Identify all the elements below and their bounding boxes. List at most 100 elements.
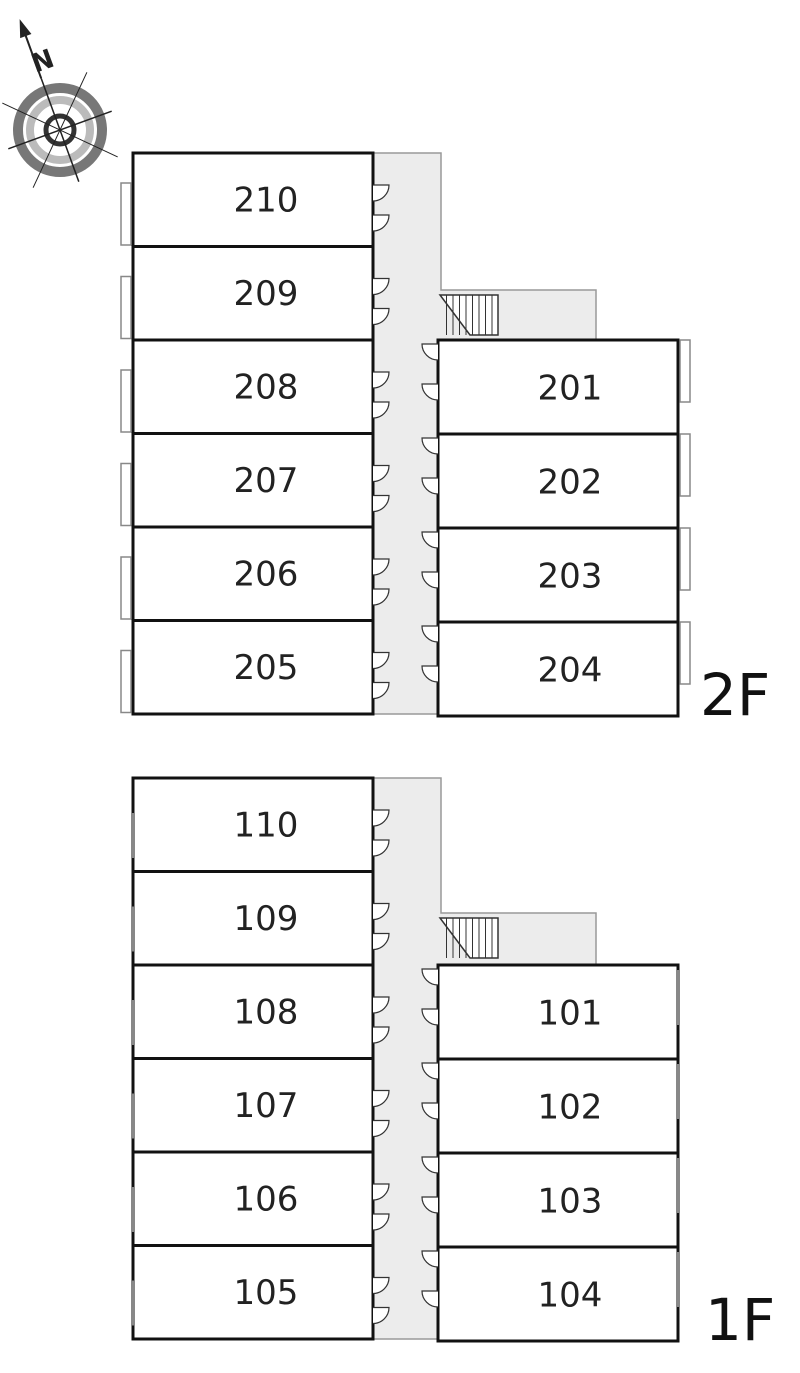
room-204[interactable]: 204 [421, 620, 691, 718]
room-number: 101 [538, 994, 603, 1034]
room-number: 110 [234, 805, 299, 845]
room-205[interactable]: 205 [120, 619, 390, 716]
room-number: 205 [234, 648, 299, 688]
door-icon [372, 1306, 390, 1325]
room-number: 103 [538, 1182, 603, 1222]
door-icon [421, 437, 439, 455]
door-icon [421, 477, 439, 495]
room-203[interactable]: 203 [421, 526, 691, 624]
room-102[interactable]: 102 [421, 1057, 680, 1155]
room-110[interactable]: 110 [131, 776, 390, 873]
floor-1f: 110 109 108 107 106 105 101 102 103 104 1F [131, 776, 775, 1354]
floor-label: 2F [700, 661, 770, 729]
room-number: 203 [538, 557, 603, 597]
room-101[interactable]: 101 [421, 963, 680, 1061]
window-icon [120, 369, 132, 433]
door-icon [372, 184, 390, 202]
floors: 210 209 208 207 206 205 201 202 203 204 2F 110 109 10… [120, 151, 775, 1354]
room-208[interactable]: 208 [120, 338, 390, 435]
room-number: 201 [538, 369, 603, 409]
room-number: 102 [538, 1088, 603, 1128]
stairs-icon [438, 294, 499, 336]
room-number: 108 [234, 992, 299, 1032]
room-201[interactable]: 201 [421, 338, 691, 436]
door-icon [372, 932, 390, 951]
window-icon [679, 433, 691, 497]
floor-2f: 210 209 208 207 206 205 201 202 203 204 2F [120, 151, 770, 729]
floor-label: 1F [705, 1286, 775, 1354]
room-210[interactable]: 210 [120, 151, 390, 248]
door-icon [372, 588, 390, 606]
door-icon [421, 571, 439, 589]
door-icon [372, 1276, 390, 1295]
room-209[interactable]: 209 [120, 245, 390, 342]
room-number: 207 [234, 461, 299, 501]
window-icon [120, 182, 132, 246]
door-icon [372, 558, 390, 576]
door-icon [421, 343, 439, 361]
room-number: 105 [234, 1273, 299, 1313]
room-number: 202 [538, 463, 603, 503]
window-icon [679, 527, 691, 591]
window-icon [120, 462, 132, 527]
window-icon [120, 275, 132, 340]
room-number: 109 [234, 899, 299, 939]
stairs-icon [438, 917, 499, 959]
door-icon [421, 1156, 439, 1174]
door-icon [421, 1062, 439, 1080]
door-icon [372, 809, 390, 827]
room-number: 104 [538, 1276, 603, 1316]
door-icon [421, 665, 439, 683]
door-icon [421, 1102, 439, 1120]
room-104[interactable]: 104 [421, 1245, 680, 1343]
room-number: 204 [538, 651, 603, 691]
door-icon [372, 1213, 390, 1231]
door-icon [372, 1183, 390, 1201]
door-icon [372, 996, 390, 1014]
room-107[interactable]: 107 [131, 1057, 390, 1154]
door-icon [372, 494, 390, 513]
window-icon [120, 556, 132, 620]
room-number: 210 [234, 180, 299, 220]
door-icon [372, 839, 390, 857]
door-icon [372, 277, 390, 296]
door-icon [372, 1026, 390, 1044]
room-202[interactable]: 202 [421, 432, 691, 530]
room-number: 106 [234, 1179, 299, 1219]
door-icon [421, 1290, 439, 1308]
door-icon [372, 401, 390, 419]
room-103[interactable]: 103 [421, 1151, 680, 1249]
room-105[interactable]: 105 [131, 1244, 390, 1341]
room-206[interactable]: 206 [120, 525, 390, 622]
compass-north-letter: N [27, 44, 58, 80]
door-icon [372, 214, 390, 232]
window-icon [679, 339, 691, 403]
room-108[interactable]: 108 [131, 963, 390, 1060]
door-icon [372, 1089, 390, 1108]
room-number: 208 [234, 367, 299, 407]
door-icon [372, 651, 390, 670]
door-icon [372, 371, 390, 389]
door-icon [372, 464, 390, 483]
door-icon [372, 681, 390, 700]
door-icon [372, 307, 390, 326]
room-207[interactable]: 207 [120, 432, 390, 529]
compass-rose-icon [2, 19, 118, 188]
door-icon [421, 383, 439, 401]
room-number: 209 [234, 274, 299, 314]
door-icon [421, 1008, 439, 1026]
window-icon [679, 621, 691, 685]
window-icon [120, 649, 132, 714]
door-icon [421, 1250, 439, 1268]
door-icon [372, 1119, 390, 1138]
room-106[interactable]: 106 [131, 1150, 390, 1247]
door-icon [372, 902, 390, 921]
room-number: 206 [234, 554, 299, 594]
door-icon [421, 531, 439, 549]
room-109[interactable]: 109 [131, 870, 390, 967]
door-icon [421, 625, 439, 643]
door-icon [421, 1196, 439, 1214]
room-number: 107 [234, 1086, 299, 1126]
door-icon [421, 968, 439, 986]
